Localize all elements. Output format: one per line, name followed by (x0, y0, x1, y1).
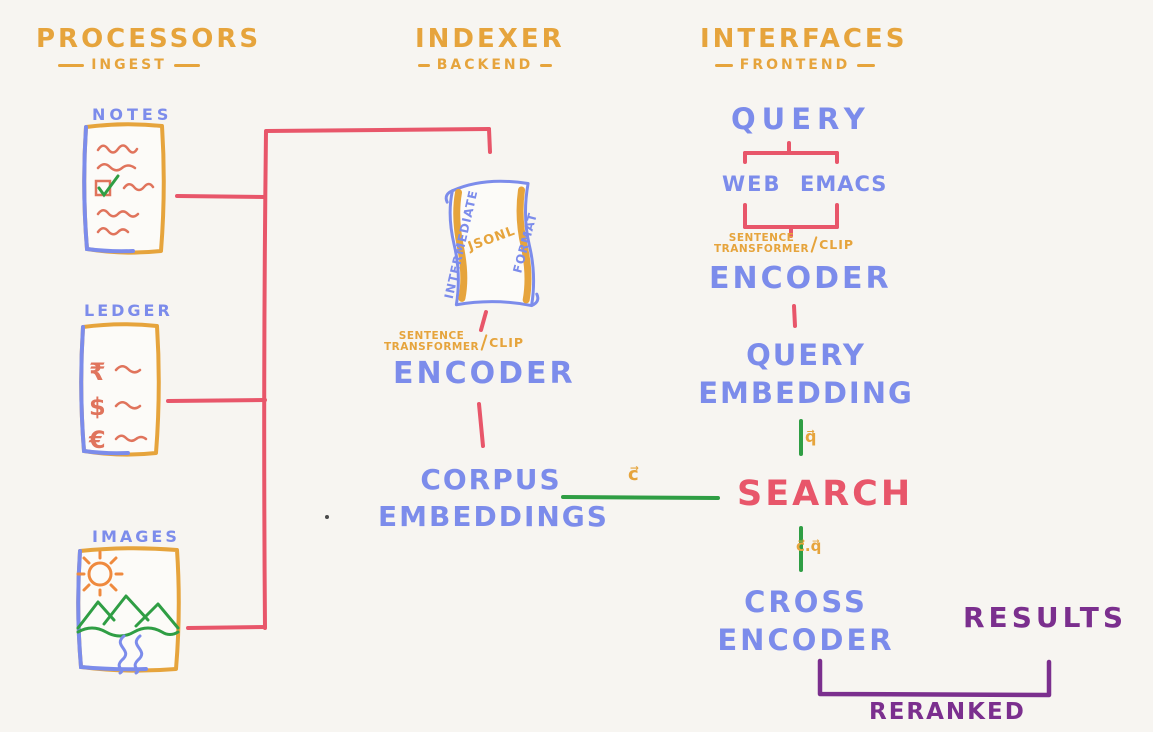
check-mark-icon (97, 174, 120, 198)
cross-encoder-label: CROSS ENCODER (717, 585, 895, 657)
scroll-bottom-curl (530, 292, 540, 308)
model-name: SENTENCE TRANSFORMER (714, 233, 809, 255)
query-red-connectors (743, 141, 839, 328)
indexer-subtitle: BACKEND (415, 57, 555, 73)
indexer-encoder-label: ENCODER (393, 356, 576, 391)
query-embedding-label: QUERY EMBEDDING (698, 338, 914, 410)
images-blue-edge (76, 549, 148, 672)
corpus-vector-label: c⃗ (628, 464, 639, 485)
images-picture-icon (70, 542, 186, 680)
scroll-left-band (453, 188, 468, 302)
interfaces-subtitle: FRONTEND (700, 57, 890, 73)
query-label: QUERY (731, 102, 871, 136)
ledger-blue-edge (79, 325, 130, 456)
subtitle-dash (857, 63, 876, 67)
images-label: IMAGES (92, 527, 180, 546)
ledger-content: ₹ $ € (88, 358, 148, 454)
ledger-document-icon: ₹ $ € (74, 318, 166, 464)
subtitle-dash (714, 63, 733, 67)
model-divider (480, 333, 488, 351)
notes-content (94, 144, 155, 236)
model-sentence: SENTENCE (398, 330, 465, 342)
interfaces-encoder-label: ENCODER (709, 261, 892, 296)
rerank-purple-connector (817, 658, 1052, 698)
model-divider (810, 235, 818, 253)
stray-mark (325, 515, 329, 519)
ledger-label: LEDGER (84, 301, 173, 320)
processors-title: PROCESSORS (36, 24, 262, 54)
results-label: RESULTS (963, 601, 1128, 634)
search-label: SEARCH (737, 474, 914, 514)
indexer-header: INDEXER BACKEND (415, 24, 565, 73)
model-clip: CLIP (819, 236, 855, 252)
indexer-model-label: SENTENCE TRANSFORMER CLIP (384, 331, 524, 353)
mountains-icon (76, 594, 180, 638)
indexer-title: INDEXER (415, 24, 565, 54)
dollar-symbol: $ (89, 393, 106, 421)
euro-symbol: € (88, 426, 106, 454)
rupee-symbol: ₹ (89, 358, 106, 386)
scroll-top-curl (444, 189, 454, 204)
model-sentence: SENTENCE (728, 232, 795, 244)
dot-product-label: c⃗.q⃗ (796, 537, 822, 555)
interfaces-header: INTERFACES FRONTEND (700, 24, 908, 73)
subtitle-dash (417, 63, 430, 67)
river-icon (117, 634, 144, 675)
interfaces-title: INTERFACES (700, 24, 908, 54)
reranked-label: RERANKED (869, 699, 1026, 725)
model-clip: CLIP (489, 334, 525, 350)
model-transformer: TRANSFORMER (384, 341, 480, 353)
processors-subtitle: INGEST (36, 57, 222, 73)
notes-label: NOTES (92, 105, 173, 124)
notes-blue-edge (82, 125, 135, 254)
notes-document-icon (76, 118, 172, 262)
subtitle-dash (540, 63, 553, 67)
scroll-right-band (516, 186, 532, 304)
model-transformer: TRANSFORMER (714, 243, 810, 255)
corpus-embeddings-label: CORPUS EMBEDDINGS (378, 463, 609, 533)
query-vector-label: q⃗ (805, 427, 817, 446)
sun-icon (76, 550, 124, 597)
jsonl-scroll-icon: INTERMEDIATE JSONL FORMAT (423, 162, 565, 321)
subtitle-dash (173, 63, 200, 67)
web-label: WEB (722, 172, 782, 196)
model-name: SENTENCE TRANSFORMER (384, 331, 479, 353)
search-green-connectors (561, 419, 803, 572)
interfaces-model-label: SENTENCE TRANSFORMER CLIP (714, 233, 854, 255)
subtitle-dash (58, 63, 85, 67)
processors-header: PROCESSORS INGEST (36, 24, 262, 73)
ingest-red-connectors (166, 127, 492, 630)
emacs-label: EMACS (800, 172, 888, 196)
